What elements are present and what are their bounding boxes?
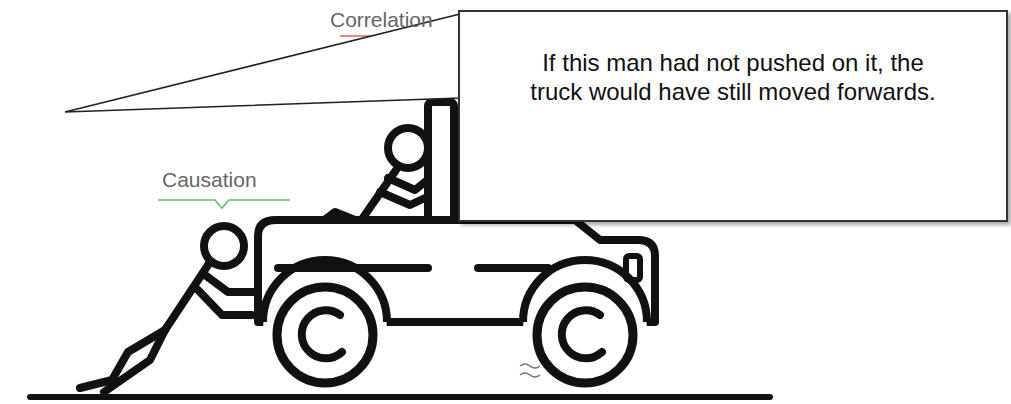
concept-label: Correlation [330, 8, 433, 32]
figure-head [388, 128, 428, 168]
wheel [277, 287, 373, 383]
ground-line [30, 394, 770, 400]
lower-figure [80, 226, 254, 392]
motion-marks [520, 364, 540, 377]
wheel-well [263, 268, 387, 392]
callout-box: If this man had not pushed on it, the tr… [458, 10, 1008, 222]
wheel [537, 287, 633, 383]
wheel-well [523, 268, 647, 392]
figure-head [204, 226, 244, 266]
wheel-hub [302, 310, 342, 358]
body-stripe [278, 264, 428, 272]
roll-bar [428, 102, 454, 224]
truck-sill [387, 318, 523, 326]
green-underline [158, 200, 290, 208]
figure-arm [205, 275, 254, 292]
head-light [626, 256, 640, 280]
figure-arm [198, 290, 252, 315]
figure-leg [80, 330, 165, 388]
upper-figure [318, 128, 442, 225]
concept-label: Causation [162, 168, 257, 192]
callout-text: If this man had not pushed on it, the tr… [528, 48, 938, 106]
body-stripe [478, 264, 548, 272]
wheel-hub [562, 310, 602, 358]
